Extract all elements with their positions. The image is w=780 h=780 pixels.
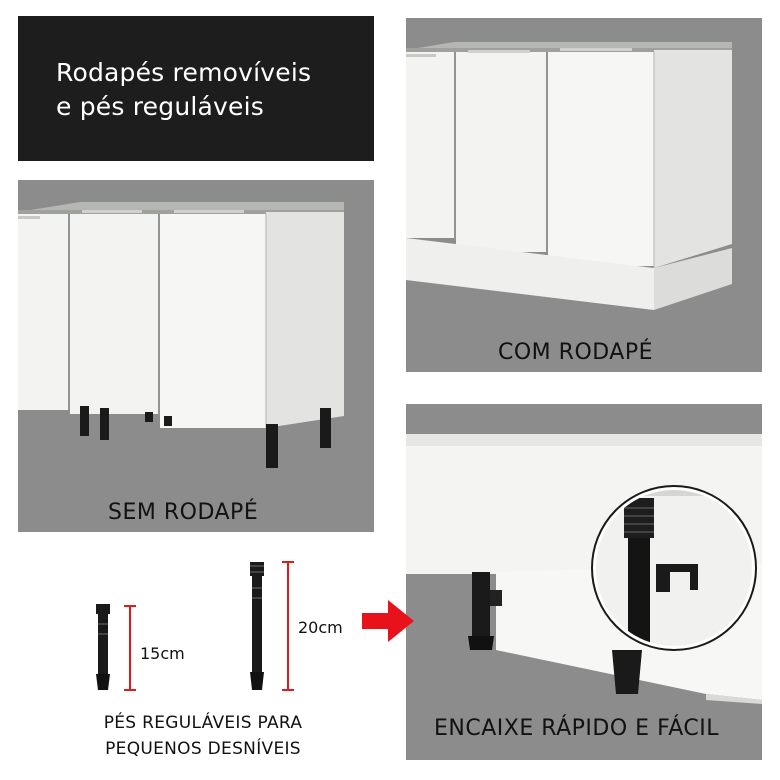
- panel-sem-rodape: SEM RODAPÉ: [18, 180, 374, 532]
- legs-caption: PÉS REGULÁVEIS PARA PEQUENOS DESNÍVEIS: [68, 710, 338, 762]
- legs-caption-line-2: PEQUENOS DESNÍVEIS: [105, 739, 301, 759]
- title-banner: Rodapés removíveis e pés reguláveis: [18, 16, 374, 161]
- plinth-clip-detail-illustration: [406, 434, 762, 704]
- panel-encaixe: ENCAIXE RÁPIDO E FÁCIL: [406, 404, 762, 760]
- legs-caption-line-1: PÉS REGULÁVEIS PARA: [103, 713, 303, 733]
- legs-illustration: [96, 561, 294, 691]
- title-line-2: e pés reguláveis: [56, 92, 264, 121]
- caption-sem-rodape: SEM RODAPÉ: [108, 500, 259, 525]
- panel-com-rodape: COM RODAPÉ: [406, 18, 762, 372]
- arrow-right-icon: [362, 600, 414, 642]
- leg-small-height-label: 15cm: [140, 644, 185, 663]
- adjustable-legs-section: 15cm 20cm PÉS REGULÁVEIS PARA PEQUENOS D…: [60, 548, 360, 768]
- leg-large-height-label: 20cm: [298, 618, 343, 637]
- title-line-1: Rodapés removíveis: [56, 58, 312, 87]
- caption-com-rodape: COM RODAPÉ: [498, 340, 654, 365]
- caption-encaixe: ENCAIXE RÁPIDO E FÁCIL: [434, 716, 719, 741]
- cabinet-with-plinth-illustration: [406, 42, 732, 310]
- cabinet-without-plinth-illustration: [18, 202, 344, 468]
